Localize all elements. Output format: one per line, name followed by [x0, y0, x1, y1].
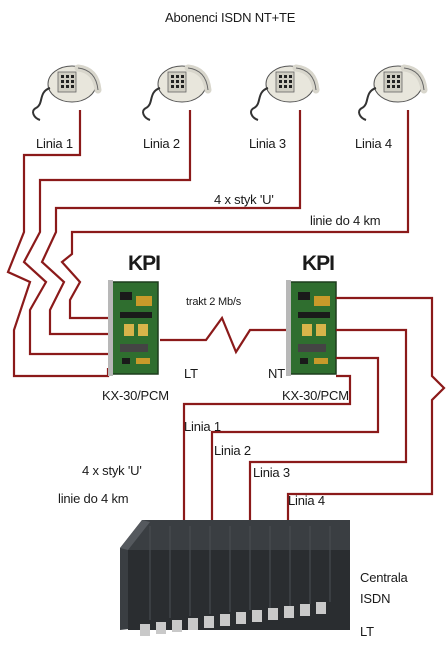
lower-interface-label: 4 x styk 'U'	[82, 463, 142, 478]
lower-line-3-label: Linia 3	[253, 465, 290, 480]
lower-line-1-label: Linia 1	[184, 419, 221, 434]
diagram-title: Abonenci ISDN NT+TE	[165, 10, 296, 25]
wire-line-4	[60, 110, 410, 320]
exchange-label-line1: Centrala	[360, 570, 408, 585]
kpi-right-board	[286, 280, 337, 376]
kpi-right-model: KX-30/PCM	[282, 388, 349, 403]
lower-wire-line-1	[182, 374, 352, 520]
lower-wire-line-4	[286, 296, 446, 520]
phone-2-telephone-icon	[143, 66, 208, 120]
trunk-label: trakt 2 Mb/s	[186, 296, 242, 308]
kpi-left-mode: LT	[184, 366, 198, 381]
upper-interface-label: 4 x styk 'U'	[214, 192, 274, 207]
exchange-mode: LT	[360, 624, 374, 639]
upper-distance-label: linie do 4 km	[310, 213, 381, 228]
kpi-left-board	[108, 280, 159, 376]
wire-line-3	[40, 110, 302, 336]
phone-2-line-label: Linia 2	[143, 136, 180, 151]
lower-line-2-label: Linia 2	[214, 443, 251, 458]
wire-line-2	[22, 110, 192, 356]
lower-distance-label: linie do 4 km	[58, 491, 129, 506]
wire-line-1	[6, 110, 110, 378]
exchange-label-line2: ISDN	[360, 591, 391, 606]
phone-4-line-label: Linia 4	[355, 136, 392, 151]
lower-wire-line-3	[248, 328, 408, 522]
trunk-wire	[160, 315, 286, 355]
phone-3-line-label: Linia 3	[249, 136, 286, 151]
isdn-exchange-cabinet	[120, 520, 350, 636]
phone-1-line-label: Linia 1	[36, 136, 73, 151]
kpi-right-title: KPI	[302, 252, 335, 275]
kpi-left-model: KX-30/PCM	[102, 388, 169, 403]
phone-4-telephone-icon	[359, 66, 424, 120]
phone-3-telephone-icon	[251, 66, 316, 120]
kpi-right-mode: NT	[268, 366, 285, 381]
lower-wire-line-2	[210, 356, 380, 524]
lower-line-4-label: Linia 4	[288, 493, 325, 508]
phone-1-telephone-icon	[33, 66, 98, 120]
kpi-left-title: KPI	[128, 252, 161, 275]
